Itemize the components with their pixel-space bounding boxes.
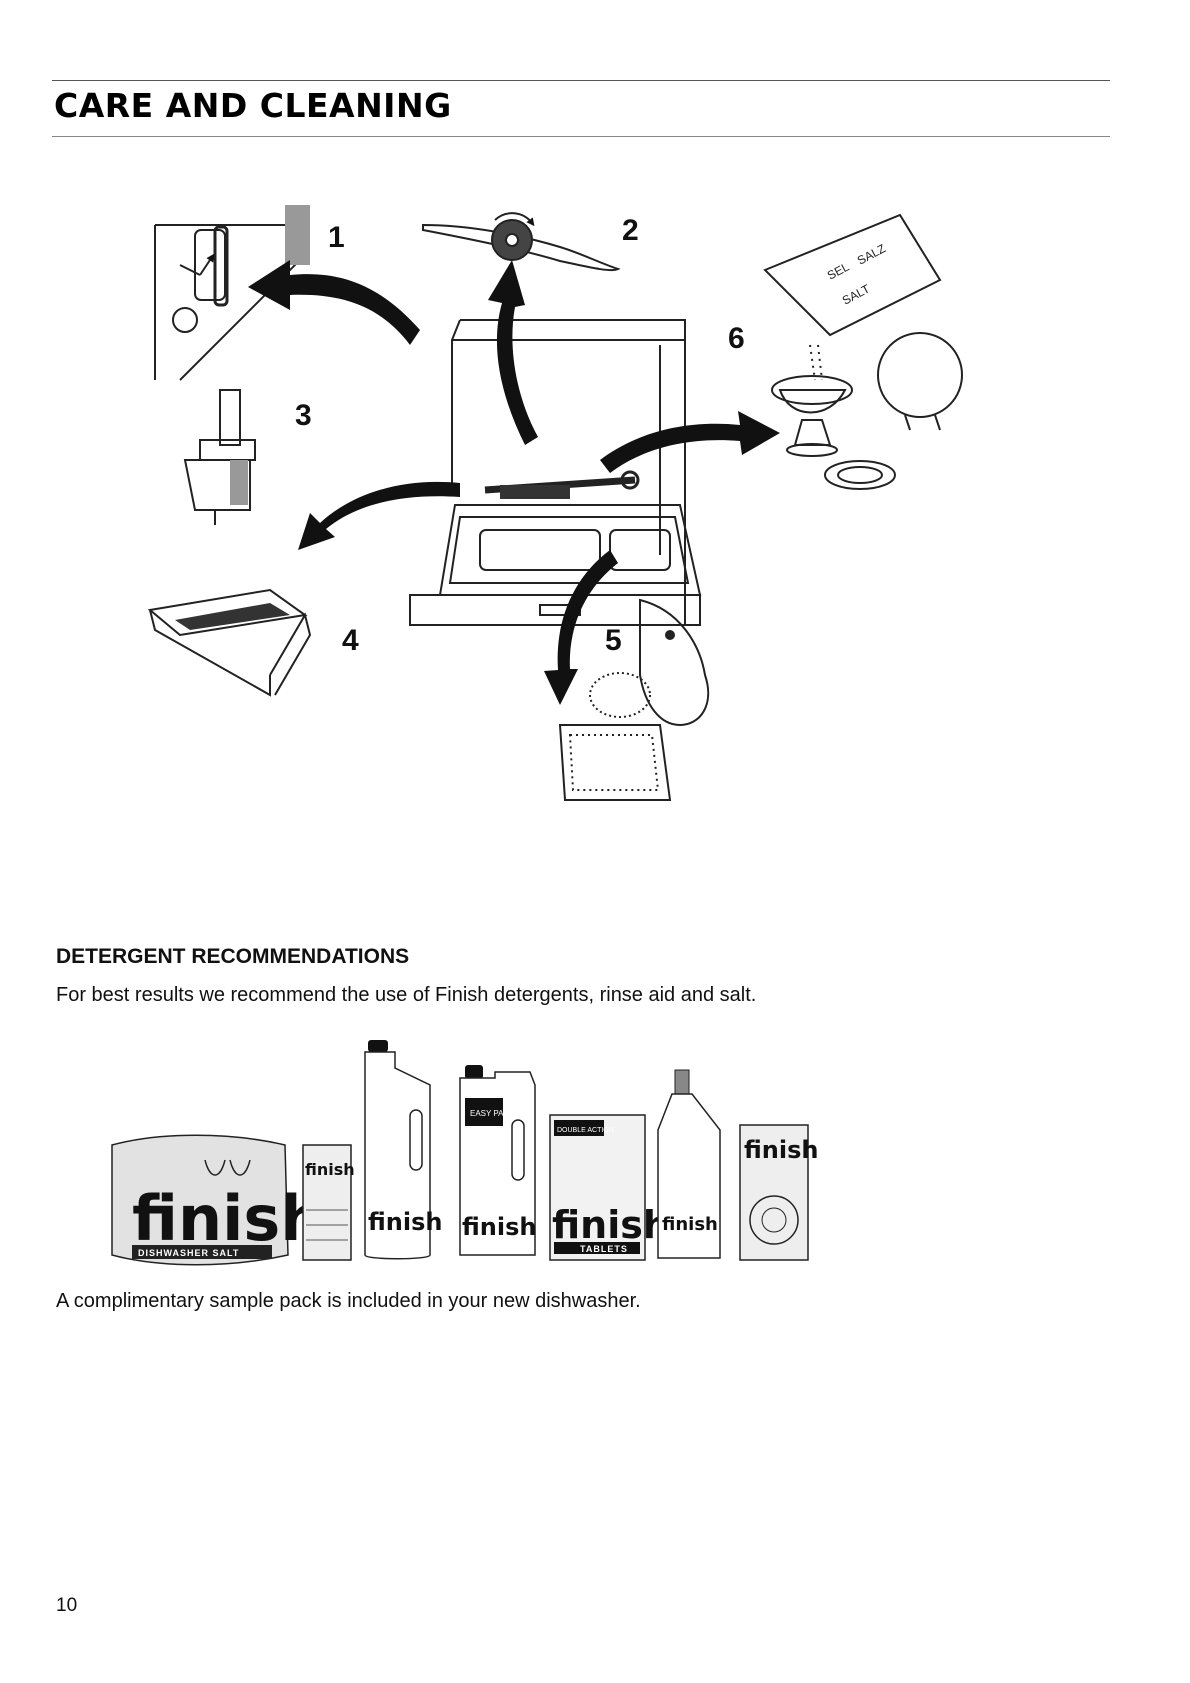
- right-box-brand: finish: [744, 1136, 818, 1164]
- small-box-brand: finish: [305, 1160, 355, 1179]
- direction-arrows: [248, 260, 780, 705]
- step-label-2: 2: [622, 214, 639, 247]
- salt-bag: finish DISHWASHER SALT: [112, 1135, 324, 1265]
- filter-basket-drawing: [185, 390, 255, 525]
- step-label-1: 1: [328, 221, 345, 254]
- tablets-box: DOUBLE ACTION finish TABLETS: [550, 1115, 670, 1260]
- liquid-bottle-small: finish: [658, 1070, 720, 1258]
- maintenance-illustration: 1 2 3 4 5 SALZ SEL SALT: [140, 205, 1060, 885]
- bottle2-brand: finish: [462, 1213, 536, 1241]
- salt-bag-brand: finish: [132, 1182, 324, 1255]
- dishwasher-drawing: [410, 320, 700, 625]
- salt-bag-label: DISHWASHER SALT: [138, 1248, 239, 1258]
- detergent-box-right: finish: [740, 1125, 818, 1260]
- detergent-bottle-tall: finish: [365, 1040, 442, 1259]
- arrow-to-step-1: [248, 260, 420, 345]
- rinse-aid-bottle: EASY PACK finish: [460, 1065, 536, 1255]
- step-label-5: 5: [605, 624, 622, 657]
- tablets-label: TABLETS: [580, 1244, 628, 1254]
- header-bottom-rule: [52, 136, 1110, 137]
- arrow-to-step-2: [488, 260, 538, 445]
- page-number: 10: [56, 1595, 77, 1617]
- double-action-label: DOUBLE ACTION: [557, 1127, 614, 1134]
- salt-pack-label-3: SALT: [840, 281, 873, 307]
- detergent-box-small: finish: [303, 1145, 355, 1260]
- salt-pack-label-2: SEL: [825, 259, 852, 282]
- step-label-4: 4: [342, 624, 359, 657]
- arrow-to-step-6: [600, 411, 780, 473]
- step-label-3: 3: [295, 399, 312, 432]
- header-top-rule: [52, 80, 1110, 81]
- arrow-to-step-4: [298, 482, 460, 550]
- step-label-6: 6: [728, 322, 745, 355]
- salt-drawer-drawing: [560, 600, 708, 800]
- page-title: CARE AND CLEANING: [54, 86, 452, 125]
- salt-refill-drawing: SALZ SEL SALT: [765, 215, 962, 489]
- spray-arm-drawing: [423, 213, 618, 270]
- bottle1-brand: finish: [368, 1208, 442, 1236]
- salt-pack-label-1: SALZ: [855, 241, 888, 267]
- detergent-intro: For best results we recommend the use of…: [56, 984, 756, 1007]
- detergent-heading: DETERGENT RECOMMENDATIONS: [56, 945, 409, 969]
- small-bottle-brand: finish: [662, 1214, 718, 1235]
- tablets-brand: finish: [552, 1203, 670, 1247]
- easy-pack-label: EASY PACK: [470, 1109, 515, 1118]
- sample-pack-note: A complimentary sample pack is included …: [56, 1290, 641, 1313]
- finish-products-illustration: finish DISHWASHER SALT finish finish EAS…: [110, 1040, 910, 1270]
